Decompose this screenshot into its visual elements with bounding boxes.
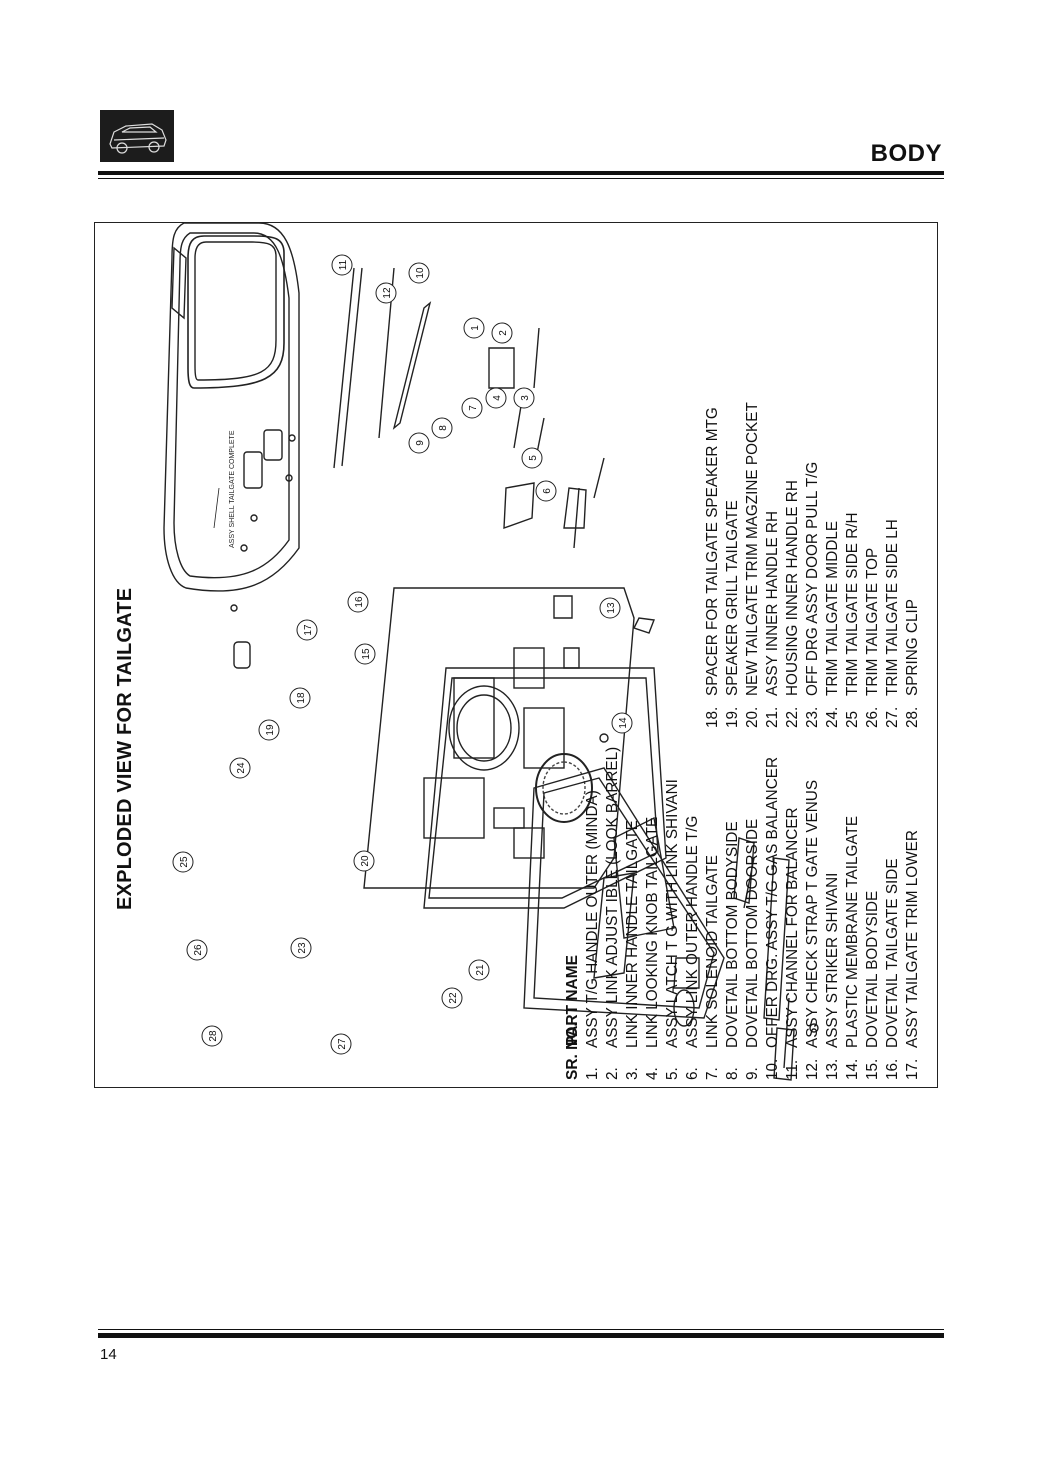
- svg-text:4: 4: [492, 395, 503, 401]
- callout-13: 13: [599, 597, 621, 619]
- spring-clip: [809, 1023, 819, 1033]
- svg-text:8: 8: [438, 425, 449, 431]
- dovetail-tailgate-side: [553, 595, 573, 619]
- callout-11: 11: [331, 254, 353, 276]
- speaker-spacer: [599, 733, 609, 743]
- callout-25: 25: [172, 851, 194, 873]
- svg-text:28: 28: [208, 1030, 219, 1042]
- header-rule: [98, 171, 944, 175]
- svg-text:17: 17: [303, 624, 314, 636]
- callout-2: 2: [491, 322, 513, 344]
- callout-3: 3: [513, 387, 535, 409]
- plastic-membrane: [363, 587, 635, 889]
- svg-text:15: 15: [361, 648, 372, 660]
- callout-16: 16: [347, 591, 369, 613]
- handle-housing: [673, 989, 695, 1027]
- svg-text:23: 23: [297, 942, 308, 954]
- diagram-frame: EXPLODED VIEW FOR TAILGATE: [94, 222, 938, 1088]
- callout-5: 5: [521, 447, 543, 469]
- svg-text:5: 5: [528, 455, 539, 461]
- gas-balancer: [333, 267, 355, 469]
- svg-text:18: 18: [296, 692, 307, 704]
- callout-27: 27: [330, 1033, 352, 1055]
- svg-text:2: 2: [498, 330, 509, 336]
- callout-23: 23: [290, 937, 312, 959]
- svg-text:25: 25: [179, 856, 190, 868]
- svg-text:10: 10: [415, 267, 426, 279]
- svg-text:9: 9: [415, 440, 426, 446]
- callout-18: 18: [289, 687, 311, 709]
- trim-top: [763, 857, 790, 1021]
- callout-20: 20: [353, 850, 375, 872]
- callout-24: 24: [229, 757, 251, 779]
- callout-1: 1: [463, 317, 485, 339]
- page-number: 14: [100, 1346, 117, 1363]
- dovetail-bodyside: [563, 647, 580, 669]
- svg-text:7: 7: [468, 405, 479, 411]
- callout-26: 26: [186, 939, 208, 961]
- callout-9: 9: [408, 432, 430, 454]
- svg-text:20: 20: [360, 855, 371, 867]
- svg-text:3: 3: [520, 395, 531, 401]
- callout-19: 19: [258, 719, 280, 741]
- callout-21: 21: [468, 959, 490, 981]
- section-title: BODY: [870, 140, 942, 167]
- svg-text:12: 12: [382, 287, 393, 299]
- tailgate-shell: [163, 222, 300, 592]
- inner-handle: [673, 957, 700, 989]
- trim-side-lh: [773, 1027, 795, 1081]
- header-rule-thin: [98, 178, 944, 179]
- trim-middle: [523, 767, 725, 1019]
- svg-text:22: 22: [448, 992, 459, 1004]
- svg-text:16: 16: [354, 596, 365, 608]
- outer-handle: [488, 347, 515, 389]
- callout-6: 6: [535, 480, 557, 502]
- part-name-header: PART NAME: [564, 955, 581, 1046]
- door-pull: [593, 872, 635, 979]
- svg-text:14: 14: [618, 717, 629, 729]
- exploded-view-drawing: ASSY SHELL TAILGATE COMPLETE 1 2 3 4 5 6…: [163, 222, 819, 1081]
- svg-text:27: 27: [337, 1038, 348, 1050]
- svg-text:13: 13: [606, 602, 617, 614]
- footer-rule: [98, 1333, 944, 1338]
- latch: [503, 482, 535, 530]
- callout-12: 12: [375, 282, 397, 304]
- callout-10: 10: [408, 262, 430, 284]
- callout-14: 14: [611, 712, 633, 734]
- svg-text:19: 19: [265, 724, 276, 736]
- svg-text:24: 24: [236, 762, 247, 774]
- callout-4: 4: [485, 387, 507, 409]
- shell-label: ASSY SHELL TAILGATE COMPLETE: [229, 430, 236, 548]
- magazine-pocket: [613, 816, 675, 939]
- vehicle-logo: [100, 110, 174, 162]
- svg-text:1: 1: [470, 325, 481, 331]
- callout-8: 8: [431, 417, 453, 439]
- trim-side-rh: [733, 837, 755, 904]
- svg-text:26: 26: [193, 944, 204, 956]
- rotated-content: EXPLODED VIEW FOR TAILGATE: [94, 222, 938, 1088]
- callout-28: 28: [201, 1025, 223, 1047]
- striker: [633, 617, 655, 634]
- tailgate-trim-lower: [423, 667, 667, 909]
- callout-17: 17: [296, 619, 318, 641]
- svg-text:11: 11: [338, 259, 349, 270]
- car-icon: [109, 123, 167, 154]
- tailgate-window: [187, 235, 285, 389]
- svg-text:21: 21: [475, 964, 486, 976]
- callout-7: 7: [461, 397, 483, 419]
- footer-rule-thin: [98, 1329, 944, 1330]
- callout-15: 15: [354, 643, 376, 665]
- check-strap: [392, 301, 432, 430]
- callout-22: 22: [441, 987, 463, 1009]
- svg-text:6: 6: [542, 488, 553, 494]
